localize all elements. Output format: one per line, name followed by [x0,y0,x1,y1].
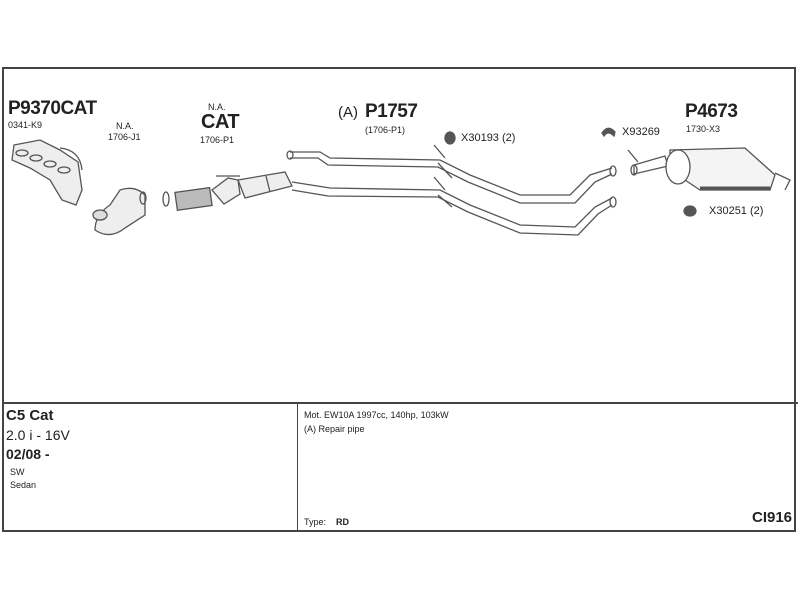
part-code-cat: CAT [201,111,240,133]
body-type: SW [10,467,25,477]
repair-note: (A) Repair pipe [304,424,365,434]
rear-silencer-part[interactable] [627,147,791,191]
type-value: RD [336,517,349,527]
front-pipe-part[interactable] [92,187,147,236]
type-label: Type: [304,517,327,527]
vehicle-model: C5 Cat [6,407,54,424]
divider [2,402,798,404]
vehicle-date: 02/08 - [6,446,50,462]
part-code-manifold: P9370CAT [8,98,97,119]
manifold-part[interactable] [11,139,83,206]
part-status-cat: N.A. [208,102,226,112]
middle-pipe-part[interactable] [286,144,617,236]
part-ref-front-pipe: 1706-J1 [108,132,141,142]
motor-note: Mot. EW10A 1997cc, 140hp, 103kW [304,410,449,420]
catalyst-part[interactable] [162,171,293,212]
diagram-code: CI916 [752,509,793,526]
divider [297,403,298,532]
part-code-middle-pipe: P1757 [365,101,418,122]
clamp-label: X93269 [622,126,660,138]
hanger-label: X30251 (2) [709,205,764,217]
part-ref-manifold: 0341-K9 [8,120,43,130]
vehicle-engine: 2.0 i - 16V [6,427,70,443]
part-ref-cat: 1706-P1 [200,135,235,145]
hanger-icon [683,205,697,217]
diagram-frame [2,67,796,532]
clamp-icon [601,127,616,138]
part-ref-rear-silencer: 1730-X3 [686,124,721,134]
body-type: Sedan [10,480,37,490]
part-status-front-pipe: N.A. [116,121,134,131]
hanger-label: X30193 (2) [461,132,516,144]
part-ref-middle-pipe: (1706-P1) [365,125,406,135]
part-code-rear-silencer: P4673 [685,101,738,122]
middle-pipe-prefix: (A) [338,104,358,121]
hanger-icon [444,131,456,145]
